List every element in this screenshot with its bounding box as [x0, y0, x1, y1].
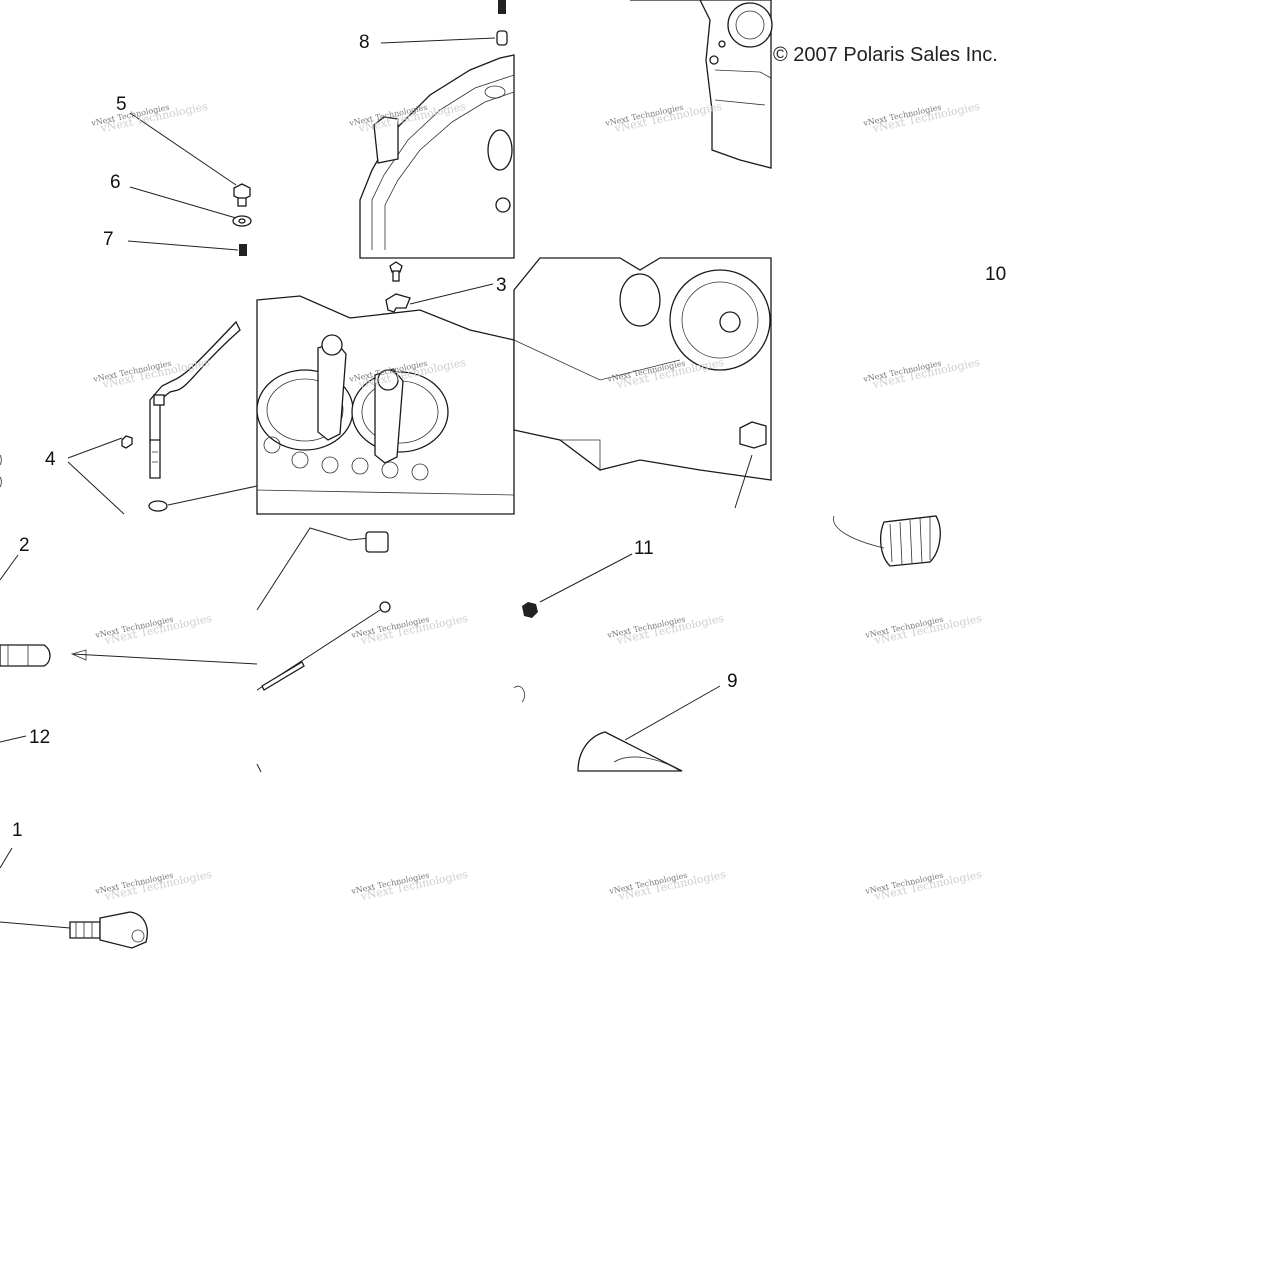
engine-cover-top [359, 54, 515, 282]
part-11-nut [522, 602, 538, 618]
dipstick-tube [256, 527, 391, 773]
leader-8 [380, 37, 496, 44]
callout-2: 2 [19, 535, 30, 556]
leader-4 [67, 437, 125, 515]
leader-2 [0, 554, 19, 581]
leader-6 [129, 186, 237, 219]
part-4-oring [148, 500, 168, 512]
leader-12 [0, 735, 27, 743]
leader-5 [129, 112, 237, 186]
leader-1 [0, 847, 13, 869]
part-6-washer [232, 215, 252, 227]
copyright-notice: © 2007 Polaris Sales Inc. [773, 44, 998, 66]
part-3-bracket [385, 293, 411, 313]
part-4-bolt [121, 435, 133, 449]
callout-3: 3 [496, 275, 507, 296]
callout-8: 8 [359, 32, 370, 53]
oil-pickup-tube [149, 320, 241, 479]
callout-12: 12 [29, 727, 50, 748]
part-2-dipstick [0, 644, 258, 667]
leader-3 [409, 283, 494, 305]
callout-4: 4 [45, 449, 56, 470]
part-7-plug [239, 244, 247, 256]
part-10-oil-cap [833, 515, 941, 567]
callout-6: 6 [110, 172, 121, 193]
part-5-bolt [233, 183, 251, 207]
callout-11: 11 [634, 538, 654, 559]
callout-1: 1 [12, 820, 23, 841]
leader-11 [539, 553, 633, 603]
part-9-oil-filter [577, 731, 683, 772]
leader-9 [624, 685, 721, 741]
crankcase-lower [513, 257, 772, 481]
crankcase-block [256, 295, 515, 515]
callout-5: 5 [116, 94, 127, 115]
leader-oring [167, 485, 258, 506]
callout-10: 10 [985, 264, 1006, 285]
transmission-housing [630, 0, 773, 169]
callout-9: 9 [727, 671, 738, 692]
callout-7: 7 [103, 229, 114, 250]
part-8-dowel [496, 0, 508, 46]
leader-7 [127, 240, 239, 251]
leader-fitting [734, 454, 753, 509]
part-1-sensor [0, 911, 148, 949]
